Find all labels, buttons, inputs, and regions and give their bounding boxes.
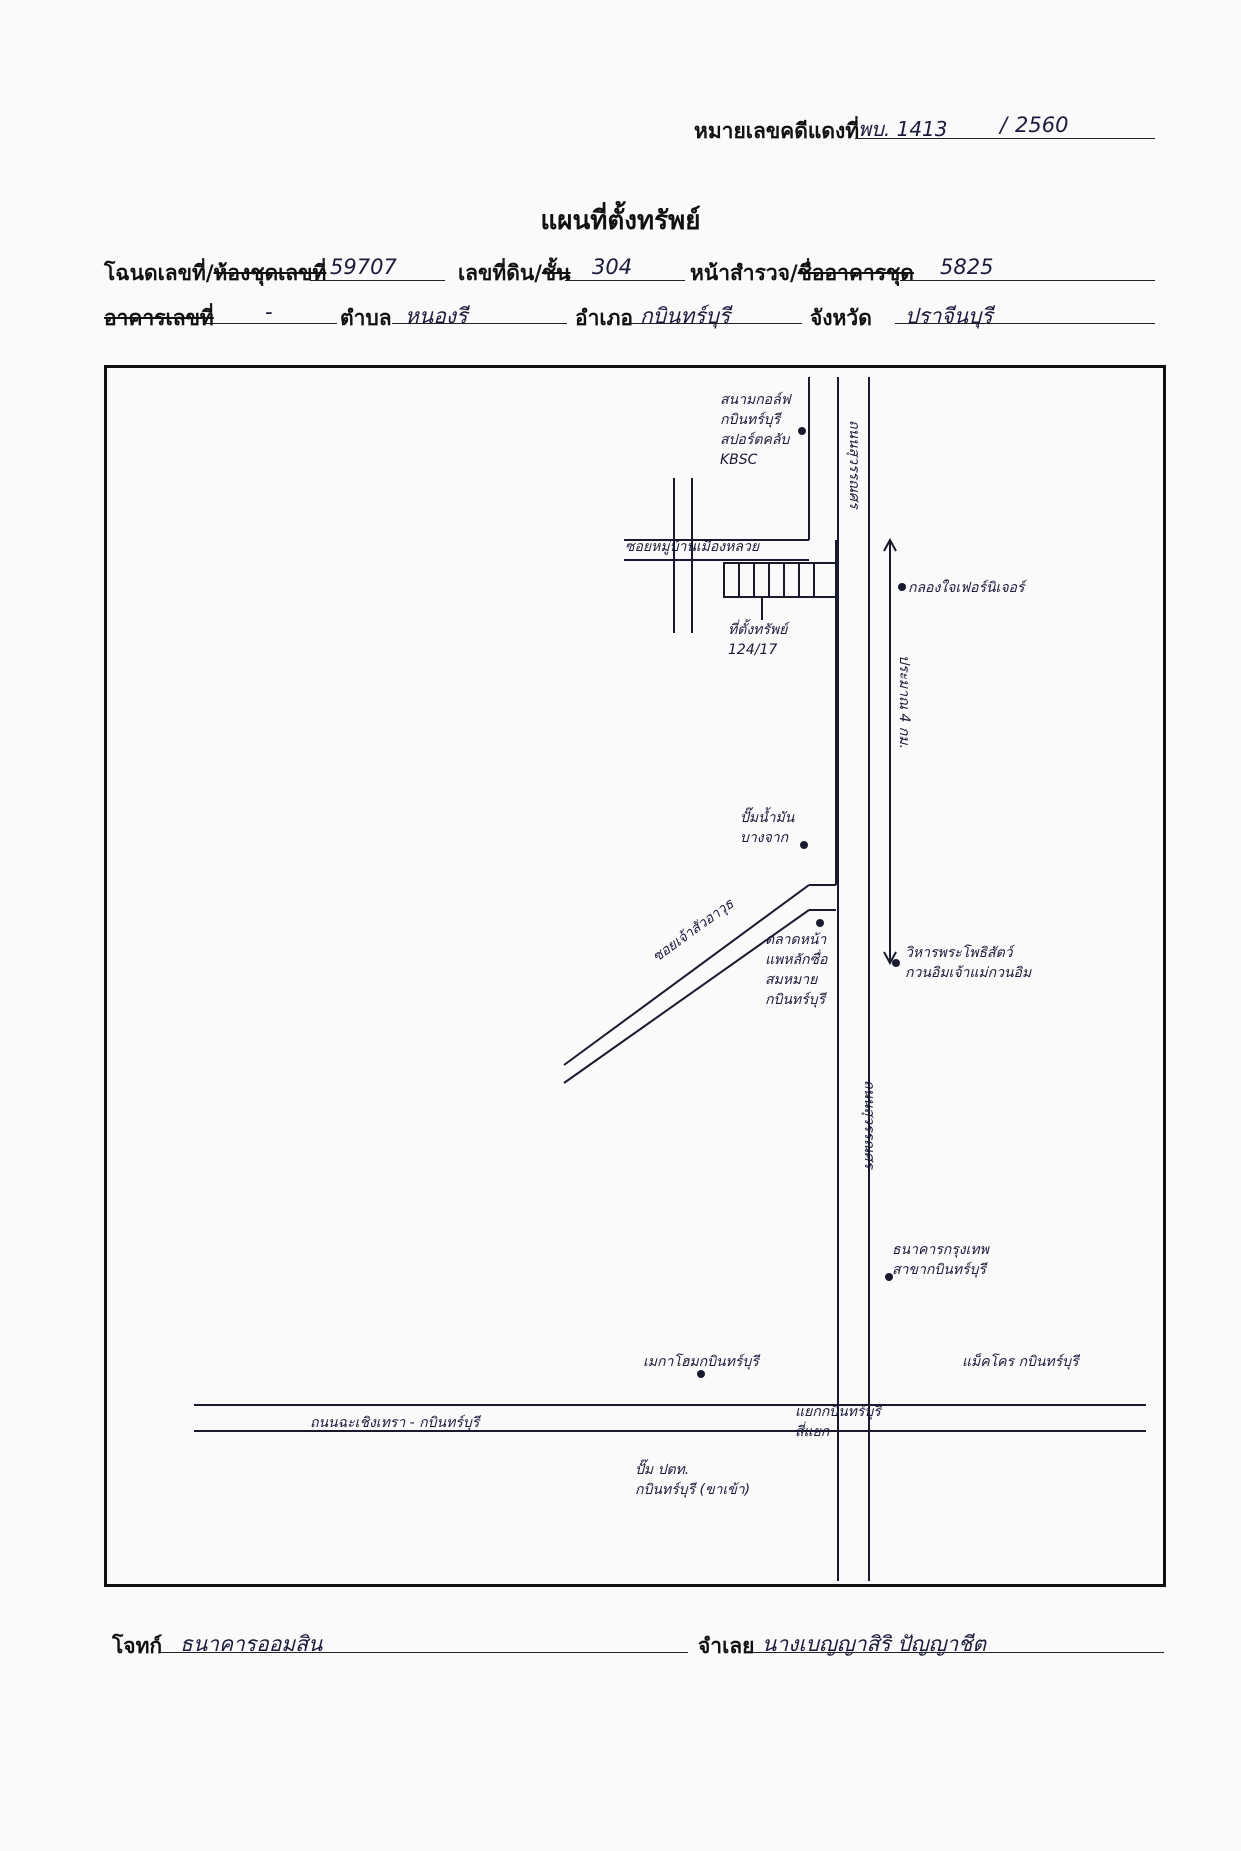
plaintiff-value: ธนาคารออมสิน xyxy=(180,1632,323,1656)
district-label: อำเภอ xyxy=(575,305,634,330)
deed-underline xyxy=(310,280,445,281)
distance-label: ประมาณ 4 กม. xyxy=(896,655,912,749)
market-dot xyxy=(816,919,824,927)
document-title: แผนที่ตั้งทรัพย์ xyxy=(540,206,701,236)
ptt-station-label: ปั๊ม ปตท. กบินทร์บุรี (ขาเข้า) xyxy=(635,1462,751,1498)
temple-label: วิหารพระโพธิสัตว์ กวนอิมเจ้าแม่กวนอิม xyxy=(905,945,1032,981)
road-horizontal-label: ถนนฉะเชิงเทรา - กบินทร์บุรี xyxy=(310,1415,480,1431)
land-no-label: เลขที่ดิน/ชั้น xyxy=(458,260,571,285)
province-value: ปราจีนบุรี xyxy=(905,304,993,328)
district-underline xyxy=(630,323,802,324)
megahome-label: เมกาโฮมกบินทร์บุรี xyxy=(643,1354,759,1370)
property-site-label: ที่ตั้งทรัพย์ 124/17 xyxy=(728,622,788,658)
bangchak-label: ปั๊มน้ำมัน บางจาก xyxy=(740,810,795,846)
subdistrict-underline xyxy=(392,323,567,324)
golf-course-label: สนามกอล์ฟ กบินทร์บุรี สปอร์ตคลับ KBSC xyxy=(720,392,791,468)
megahome-dot xyxy=(697,1370,705,1378)
temple-dot xyxy=(892,959,900,967)
red-case-value: พบ. 1413 xyxy=(858,117,948,141)
deed-value: 59707 xyxy=(330,255,397,279)
road-main-vertical-label: ถนนสุวรรณศร xyxy=(861,1080,877,1169)
soi-top-label: ซอยหมู่บ้านเมืองหลวย xyxy=(625,539,760,555)
diagonal-soi-lower xyxy=(563,909,810,1084)
property-lots xyxy=(723,562,837,598)
survey-underline xyxy=(900,280,1155,281)
plaintiff-underline xyxy=(158,1652,688,1653)
province-underline xyxy=(895,323,1155,324)
building-no-underline xyxy=(205,323,337,324)
defendant-label: จำเลย xyxy=(698,1633,755,1658)
makro-label: แม็คโคร กบินทร์บุรี xyxy=(962,1354,1079,1370)
furniture-label: กลองใจเฟอร์นิเจอร์ xyxy=(908,580,1025,596)
bank-label: ธนาคารกรุงเทพ สาขากบินทร์บุรี xyxy=(892,1242,989,1278)
defendant-underline xyxy=(752,1652,1164,1653)
building-no-label: อาคารเลขที่ xyxy=(104,305,214,330)
survey-label: หน้าสำรวจ/ชื่ออาคารชุด xyxy=(690,260,914,285)
junction-label: แยกกบินทร์บุรี สี่แยก xyxy=(795,1404,881,1440)
subdistrict-label: ตำบล xyxy=(340,305,392,330)
location-map xyxy=(194,377,1146,1581)
bank-dot xyxy=(885,1273,893,1281)
land-no-underline xyxy=(565,280,685,281)
diagonal-soi-upper xyxy=(563,884,810,1066)
red-case-separator: / xyxy=(1000,113,1008,137)
red-case-underline xyxy=(855,138,1155,139)
market-label: ตลาดหน้า แพหลักซื่อ สมหมาย กบินทร์บุรี xyxy=(765,932,828,1008)
land-no-value: 304 xyxy=(592,255,633,279)
province-label: จังหวัด xyxy=(810,305,872,330)
survey-value: 5825 xyxy=(940,255,994,279)
subdistrict-value: หนองรี xyxy=(405,304,468,328)
plaintiff-label: โจทก์ xyxy=(112,1633,163,1658)
red-case-year: 2560 xyxy=(1015,113,1069,137)
furniture-dot xyxy=(898,583,906,591)
building-no-value: - xyxy=(265,300,273,324)
map-frame xyxy=(104,365,1166,1587)
red-case-label: หมายเลขคดีแดงที่ xyxy=(694,118,860,143)
deed-label: โฉนดเลขที่/ห้องชุดเลขที่ xyxy=(104,260,327,285)
road-top-vertical-label: ถนนสุวรรณศร xyxy=(846,420,862,509)
district-value: กบินทร์บุรี xyxy=(640,304,731,328)
bangchak-dot xyxy=(800,841,808,849)
defendant-value: นางเบญญาสิริ ปัญญาชีต xyxy=(762,1632,987,1656)
golf-course-dot xyxy=(798,427,806,435)
